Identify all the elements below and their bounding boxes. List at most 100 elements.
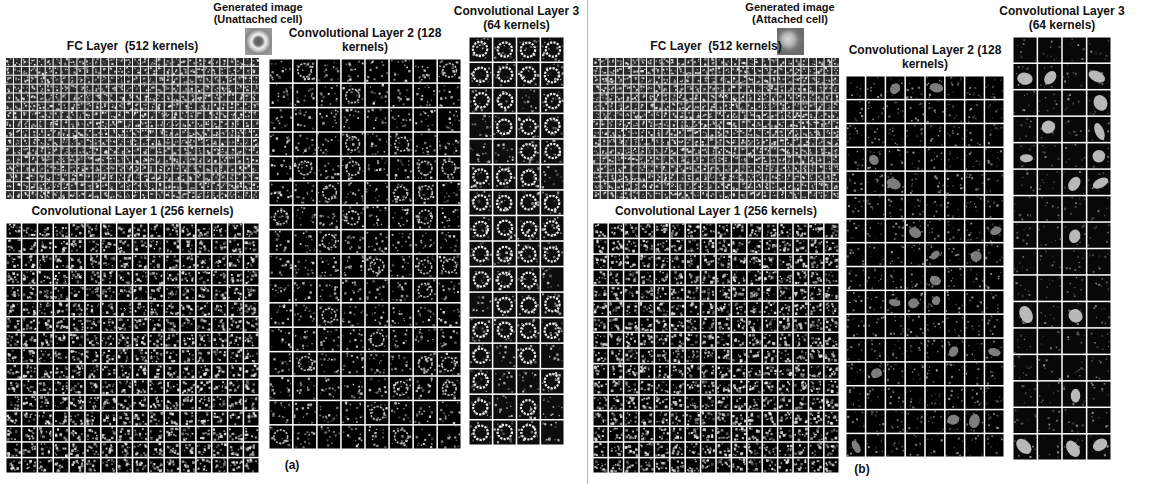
noise-pixel	[157, 108, 159, 110]
noise-pixel	[223, 99, 224, 100]
noise-pixel	[74, 141, 75, 142]
noise-pixel	[104, 130, 106, 132]
noise-pixel	[256, 103, 258, 105]
noise-pixel	[27, 61, 28, 62]
noise-pixel	[152, 62, 153, 63]
kernel-cell	[93, 102, 100, 110]
kernel-cell	[77, 111, 84, 119]
noise-pixel	[65, 98, 66, 99]
noise-pixel	[240, 143, 242, 145]
noise-pixel	[240, 85, 242, 87]
kernel-cell	[54, 76, 61, 84]
noise-pixel	[144, 69, 146, 71]
kernel-ground	[109, 94, 116, 102]
noise-pixel	[185, 115, 186, 116]
kernel-cell	[212, 67, 219, 75]
noise-pixel	[19, 90, 21, 92]
kernel-cell	[117, 94, 124, 102]
kernel-cell	[252, 85, 259, 93]
noise-pixel	[23, 131, 24, 132]
noise-pixel	[58, 132, 60, 134]
noise-pixel	[54, 121, 56, 123]
noise-pixel	[159, 140, 160, 141]
noise-pixel	[18, 125, 20, 127]
kernel-grid	[5, 57, 260, 200]
noise-pixel	[177, 141, 179, 143]
kernel-cell	[228, 111, 235, 119]
noise-pixel	[54, 151, 55, 152]
kernel-cell	[85, 76, 92, 84]
noise-pixel	[169, 61, 170, 62]
noise-pixel	[122, 97, 124, 99]
noise-pixel	[253, 76, 254, 77]
noise-pixel	[120, 115, 121, 116]
noise-pixel	[43, 58, 44, 59]
kernel-cell	[236, 67, 243, 75]
noise-pixel	[112, 106, 114, 108]
noise-pixel	[40, 86, 41, 87]
noise-pixel	[209, 81, 210, 82]
noise-pixel	[238, 117, 240, 119]
kernel-cell	[197, 120, 204, 128]
kernel-cell	[149, 102, 156, 110]
noise-pixel	[130, 96, 132, 98]
noise-pixel	[55, 147, 57, 149]
noise-pixel	[198, 68, 200, 70]
noise-pixel	[175, 90, 177, 92]
kernel-cell	[149, 85, 156, 93]
noise-pixel	[146, 89, 148, 91]
kernel-cell	[109, 102, 116, 110]
noise-pixel	[6, 122, 8, 124]
noise-pixel	[120, 86, 122, 88]
noise-pixel	[49, 71, 51, 73]
noise-pixel	[133, 78, 135, 80]
noise-pixel	[245, 77, 247, 79]
noise-pixel	[182, 133, 183, 134]
noise-pixel	[221, 121, 223, 123]
noise-pixel	[102, 98, 103, 99]
noise-pixel	[67, 69, 68, 70]
kernel-cell	[133, 120, 140, 128]
noise-pixel	[79, 152, 81, 154]
noise-pixel	[38, 104, 40, 106]
kernel-cell	[212, 102, 219, 110]
kernel-cell	[141, 138, 148, 146]
kernel-cell	[77, 138, 84, 146]
noise-pixel	[49, 149, 50, 150]
noise-pixel	[41, 150, 43, 152]
noise-pixel	[33, 88, 35, 90]
kernel-cell	[197, 58, 204, 66]
kernel-cell	[14, 76, 21, 84]
noise-pixel	[78, 132, 80, 134]
noise-pixel	[168, 97, 170, 99]
kernel-cell	[101, 129, 108, 137]
noise-pixel	[241, 63, 243, 65]
noise-pixel	[78, 104, 80, 106]
noise-pixel	[15, 79, 17, 81]
noise-pixel	[73, 124, 74, 125]
kernel-cell	[197, 85, 204, 93]
kernel-cell	[38, 94, 45, 102]
noise-pixel	[215, 79, 216, 80]
noise-pixel	[158, 58, 160, 60]
noise-pixel	[17, 151, 19, 153]
noise-pixel	[70, 117, 72, 119]
noise-pixel	[90, 141, 91, 142]
noise-pixel	[229, 132, 230, 133]
noise-pixel	[215, 116, 217, 118]
noise-pixel	[82, 62, 84, 64]
noise-pixel	[15, 116, 16, 117]
noise-pixel	[213, 143, 215, 145]
noise-pixel	[216, 132, 218, 134]
noise-pixel	[137, 112, 138, 113]
noise-pixel	[50, 112, 52, 114]
noise-pixel	[192, 69, 193, 70]
noise-pixel	[49, 64, 50, 65]
noise-pixel	[182, 103, 183, 104]
kernel-cell	[228, 94, 235, 102]
noise-pixel	[134, 68, 136, 70]
noise-pixel	[160, 124, 162, 126]
noise-pixel	[183, 91, 185, 93]
noise-pixel	[119, 112, 121, 114]
kernel-cell	[149, 111, 156, 119]
